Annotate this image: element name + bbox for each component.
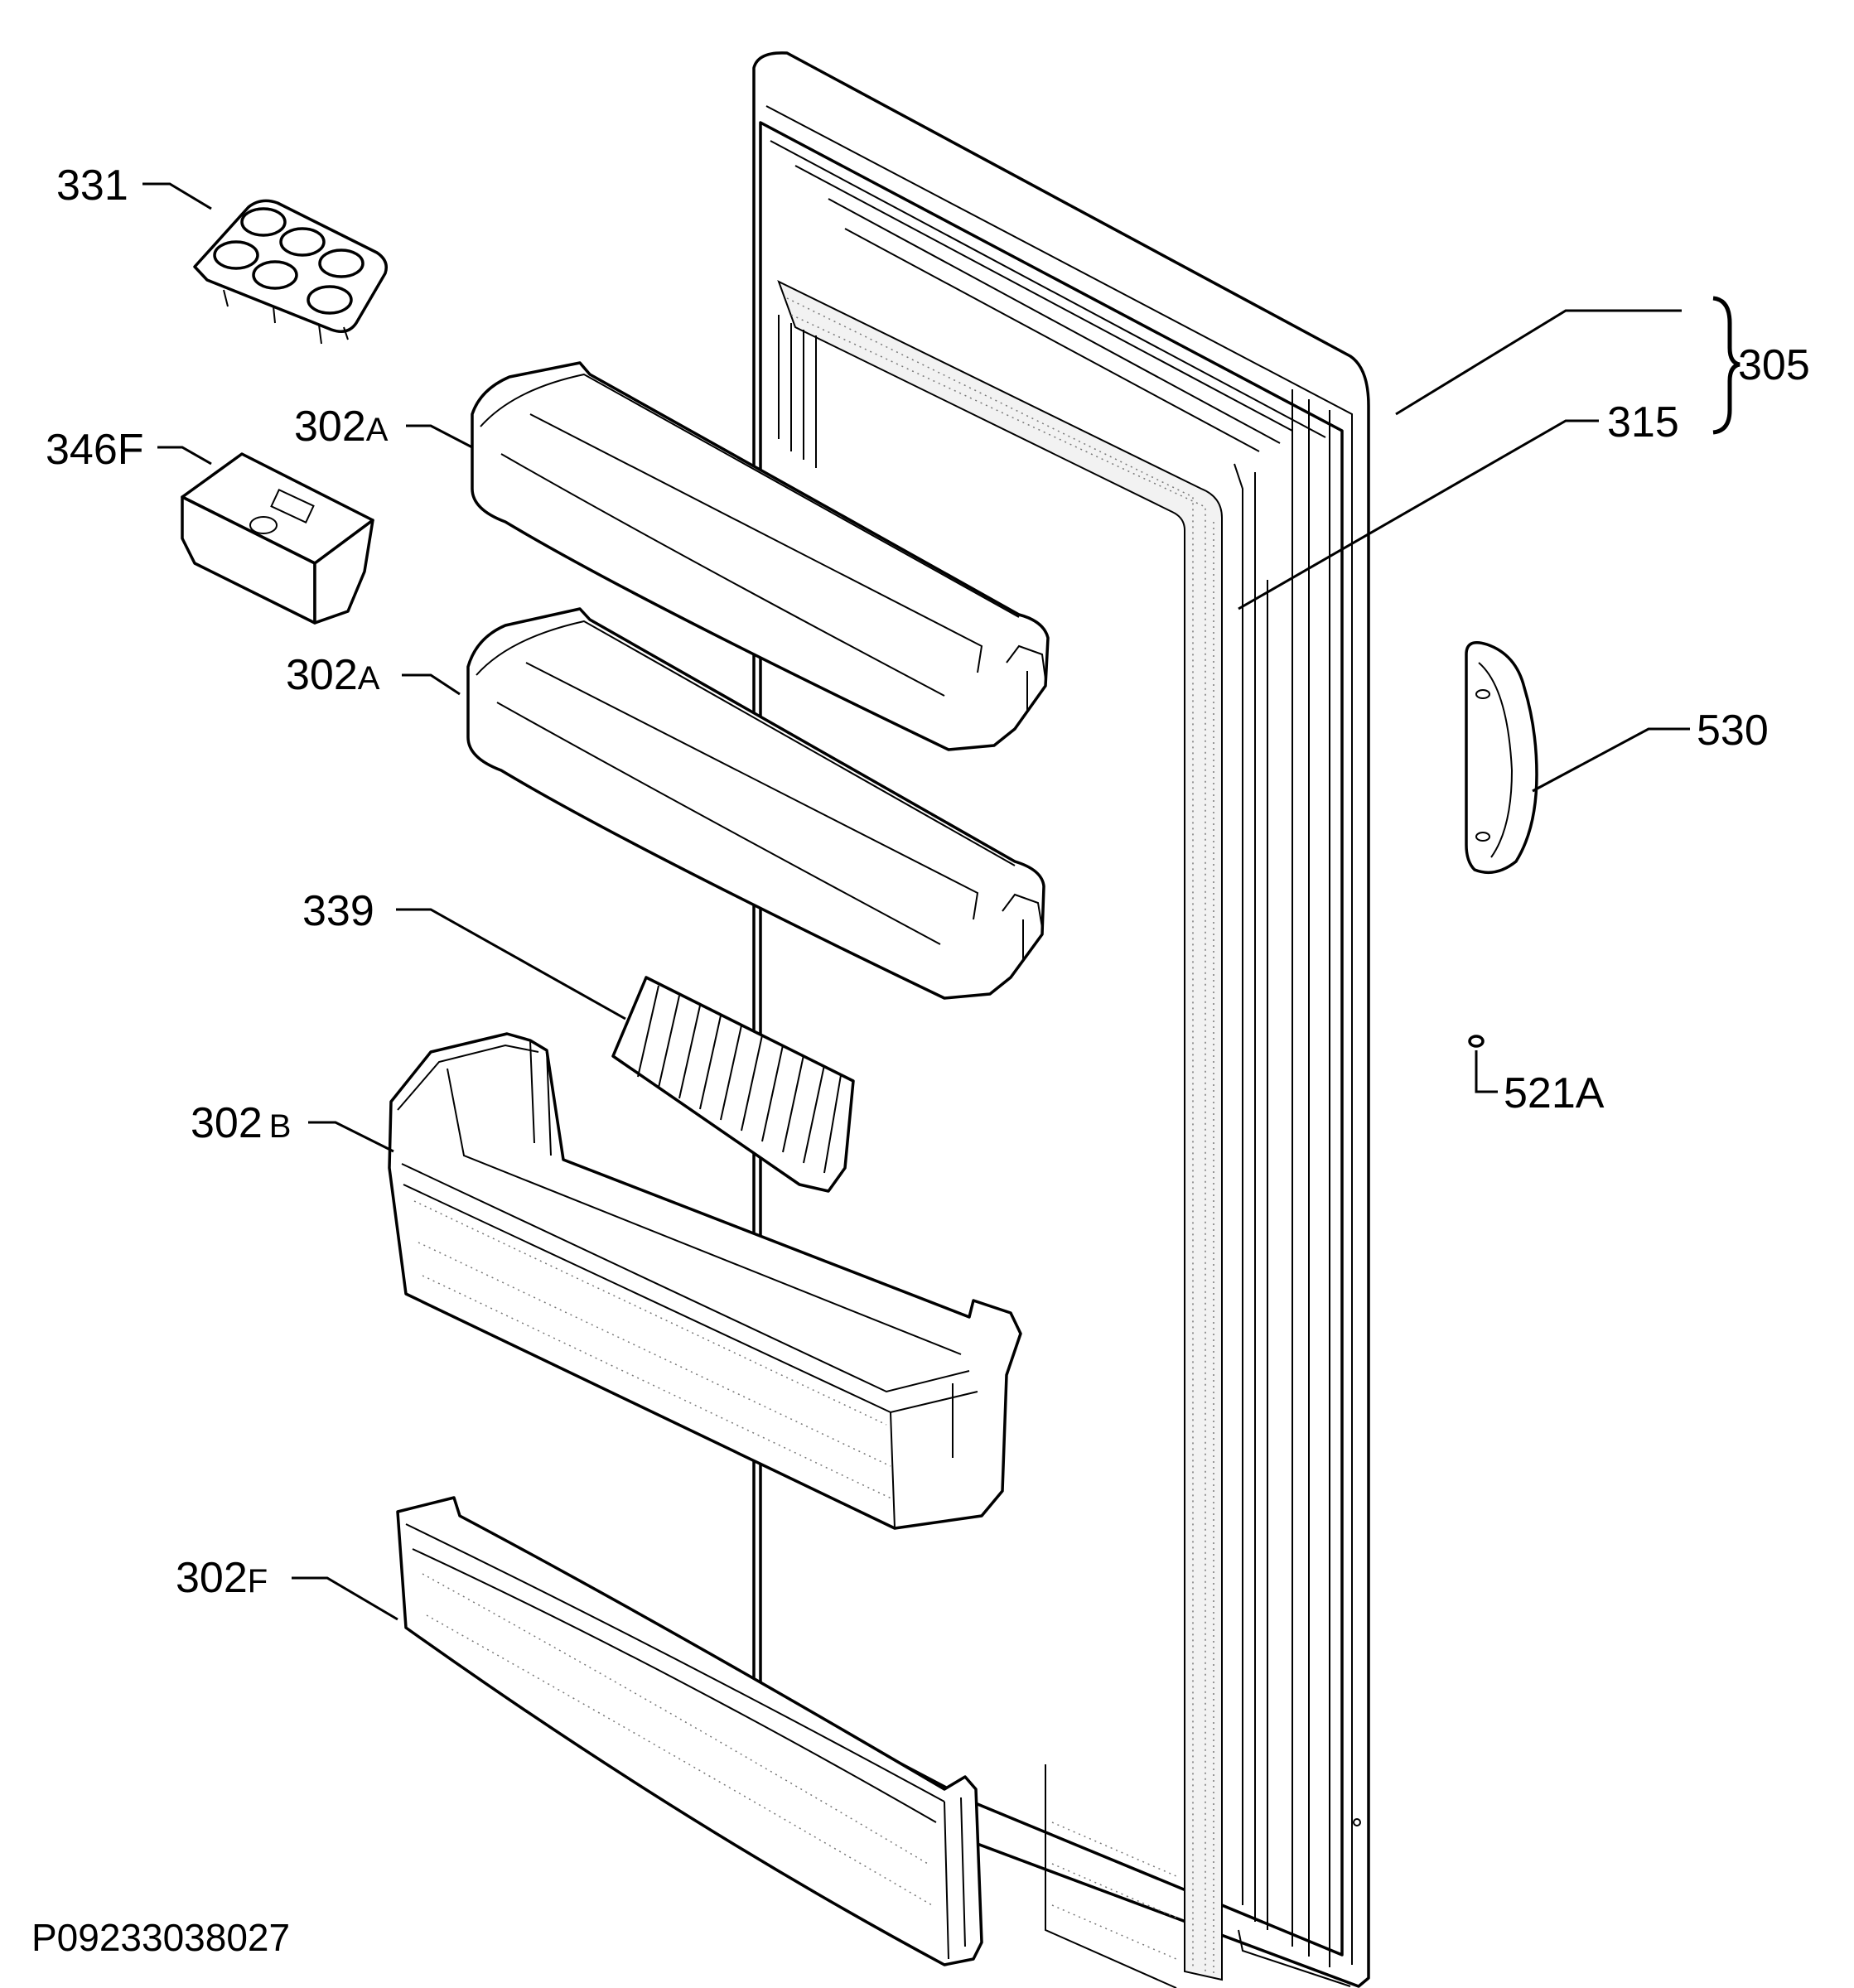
bottle-shelf-rim <box>397 1044 539 1111</box>
bottle-shelf-front-top <box>401 1163 970 1393</box>
label-302f-number: 302 <box>176 1554 248 1602</box>
bottom-shelf-front <box>412 1548 937 1823</box>
door-gasket <box>777 280 1223 1981</box>
label-302a-mid-suffix: A <box>358 660 380 697</box>
bottom-shelf <box>396 1496 983 1966</box>
dairy-compartment-body <box>181 495 316 625</box>
bottle-shelf-post <box>529 1040 552 1156</box>
egg-cup-5 <box>252 260 298 290</box>
door-shelf-top <box>471 361 1050 751</box>
label-302a-mid-number: 302 <box>286 651 358 699</box>
door-shelf-top-clip <box>1006 644 1046 712</box>
dairy-compartment-knob <box>249 516 278 534</box>
leader-346f <box>157 446 212 466</box>
leader-315 <box>1238 419 1599 610</box>
door-assembly <box>752 51 1370 1988</box>
label-302a-mid: 302A <box>286 651 380 699</box>
egg-cup-4 <box>213 240 259 270</box>
leader-305 <box>1395 309 1682 416</box>
bottle-divider <box>611 976 855 1193</box>
label-315: 315 <box>1607 398 1679 446</box>
bottle-divider-body <box>611 976 855 1193</box>
door-handle-inner <box>1478 662 1514 858</box>
door-top-line-2 <box>828 198 1281 444</box>
door-handle-screw-top <box>1475 689 1490 699</box>
label-302f-suffix: F <box>248 1563 268 1600</box>
label-339: 339 <box>302 887 374 935</box>
egg-cup-6 <box>307 285 353 315</box>
leader-302b <box>308 1121 394 1153</box>
diagram-code: P09233038027 <box>31 1916 290 1959</box>
door-shelf-middle-clip <box>1002 893 1043 961</box>
label-302b-suffix: B <box>269 1108 292 1145</box>
egg-cup-3 <box>318 248 365 278</box>
door-shelf-top-body <box>471 361 1050 751</box>
door-shelf-middle <box>466 607 1045 1000</box>
door-top-line-1 <box>794 165 1293 432</box>
label-302a-top-suffix: A <box>366 412 389 448</box>
door-handle-screw-bottom <box>1475 832 1490 842</box>
leader-302a-mid <box>402 673 461 696</box>
door-liner-edge-2 <box>770 140 1326 438</box>
bottle-shelf-body <box>388 1032 1022 1530</box>
egg-tray-feet <box>223 289 349 345</box>
leader-302a-top <box>406 424 473 449</box>
door-bottom-right <box>1238 1929 1351 1987</box>
label-302a-top-number: 302 <box>294 403 366 451</box>
bottle-divider-ribs <box>637 985 842 1174</box>
label-521a: 521A <box>1504 1069 1605 1117</box>
screw-521a <box>1468 1035 1485 1048</box>
bottom-shelf-body <box>396 1496 983 1966</box>
leader-lines <box>142 182 1741 1621</box>
bottle-shelf-inner-back <box>447 1068 962 1355</box>
bottom-shelf-rim <box>405 1523 945 1802</box>
door-bottom-liner <box>1045 1764 1177 1988</box>
door-recess-1 <box>1234 463 1243 1905</box>
dairy-compartment-display <box>270 488 315 524</box>
label-302a-top: 302A <box>294 403 389 451</box>
leader-331 <box>142 182 212 210</box>
door-shelf-top-inner <box>529 413 983 673</box>
door-screw <box>1353 1818 1361 1826</box>
egg-tray <box>193 199 388 345</box>
door-shelf-middle-rim <box>476 620 1016 866</box>
door-liner-edge-1 <box>765 105 1353 1965</box>
bottle-shelf-corner <box>890 1383 954 1529</box>
label-346f: 346F <box>46 426 144 474</box>
gasket-texture-2 <box>790 314 1206 1973</box>
door-handle-body <box>1465 641 1538 875</box>
dairy-compartment <box>181 452 374 625</box>
leader-530 <box>1532 727 1690 793</box>
label-530: 530 <box>1697 707 1769 755</box>
leader-339 <box>396 908 626 1021</box>
label-302b-number: 302 <box>191 1099 263 1147</box>
leader-521a <box>1475 1050 1498 1093</box>
egg-cup-1 <box>240 207 287 237</box>
door-top-line-3 <box>844 228 1260 452</box>
egg-cup-2 <box>279 227 326 257</box>
bottom-shelf-clip <box>944 1797 966 1960</box>
dairy-compartment-side <box>313 519 374 625</box>
label-305: 305 <box>1738 341 1810 389</box>
door-shelf-middle-front <box>496 702 941 945</box>
label-302f: 302F <box>176 1554 268 1602</box>
door-shelf-middle-inner <box>525 662 979 920</box>
door-handle <box>1465 641 1538 875</box>
bottle-shelf <box>388 1032 1022 1530</box>
brace-305 <box>1712 296 1741 435</box>
door-shelf-top-front <box>500 453 945 697</box>
bottle-shelf-texture <box>413 1200 894 1500</box>
label-331: 331 <box>56 162 128 210</box>
leader-302f <box>292 1576 398 1621</box>
door-shelf-top-rim <box>480 373 1020 618</box>
